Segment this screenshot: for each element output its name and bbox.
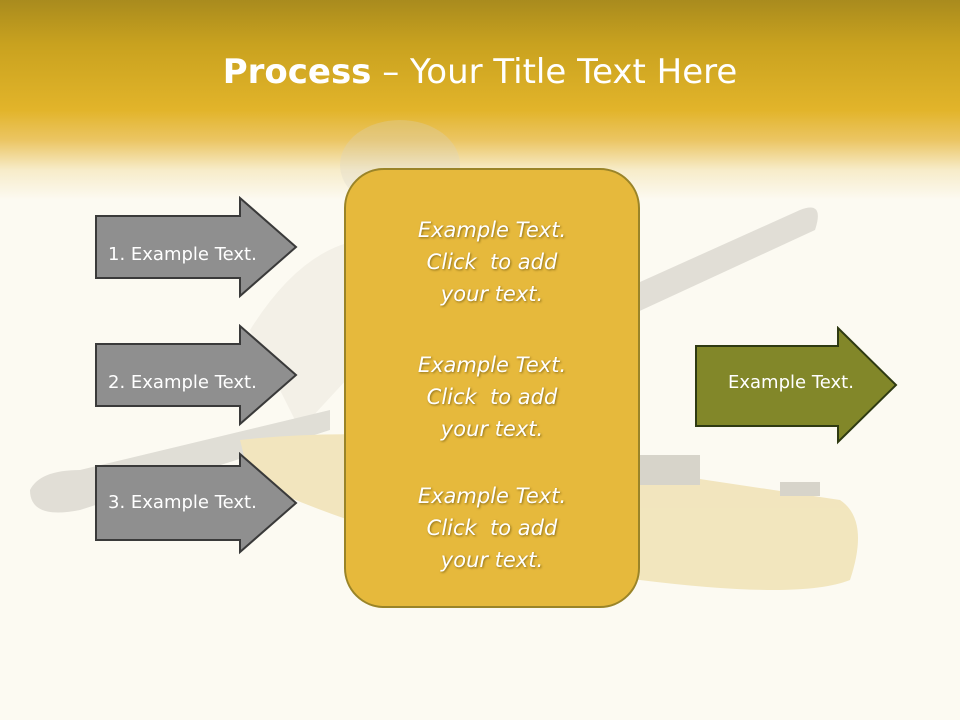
center-text-box[interactable]: Example Text. Click to add your text. Ex…	[344, 168, 640, 608]
paddle-right	[600, 207, 818, 320]
title-rest: – Your Title Text Here	[371, 52, 738, 92]
paragraph-3-line-2: Click to add	[426, 516, 558, 540]
arrow-3-label: 3. Example Text.	[108, 492, 257, 513]
title-banner	[0, 0, 960, 200]
paragraph-1-line-2: Click to add	[426, 250, 558, 274]
kayak-detail	[640, 455, 700, 485]
right-arrow-label: Example Text.	[728, 372, 854, 393]
kayak-handle	[780, 482, 820, 496]
slide-title: Process – Your Title Text Here	[0, 52, 960, 92]
arrow-shape-right[interactable]	[694, 326, 900, 446]
arrow-2-label: 2. Example Text.	[108, 372, 257, 393]
arrow-3-body	[95, 452, 298, 555]
arrow-1-body	[95, 196, 298, 299]
paragraph-3-line-3: your text.	[440, 548, 544, 572]
paragraph-2-line-1: Example Text.	[417, 353, 567, 377]
paragraph-1-line-3: your text.	[440, 282, 544, 306]
arrow-shape-2[interactable]	[94, 324, 300, 428]
center-paragraph-1: Example Text. Click to add your text.	[346, 214, 638, 310]
paragraph-3-line-1: Example Text.	[417, 484, 567, 508]
center-paragraph-2: Example Text. Click to add your text.	[346, 349, 638, 445]
arrow-shape-3[interactable]	[94, 452, 300, 556]
paragraph-2-line-3: your text.	[440, 417, 544, 441]
title-bold: Process	[222, 52, 372, 92]
paragraph-2-line-2: Click to add	[426, 385, 558, 409]
arrow-1-label: 1. Example Text.	[108, 244, 257, 265]
paragraph-1-line-1: Example Text.	[417, 218, 567, 242]
right-arrow-body	[695, 326, 898, 445]
arrow-shape-1[interactable]	[94, 196, 300, 300]
center-paragraph-3: Example Text. Click to add your text.	[346, 480, 638, 576]
arrow-2-body	[95, 324, 298, 427]
